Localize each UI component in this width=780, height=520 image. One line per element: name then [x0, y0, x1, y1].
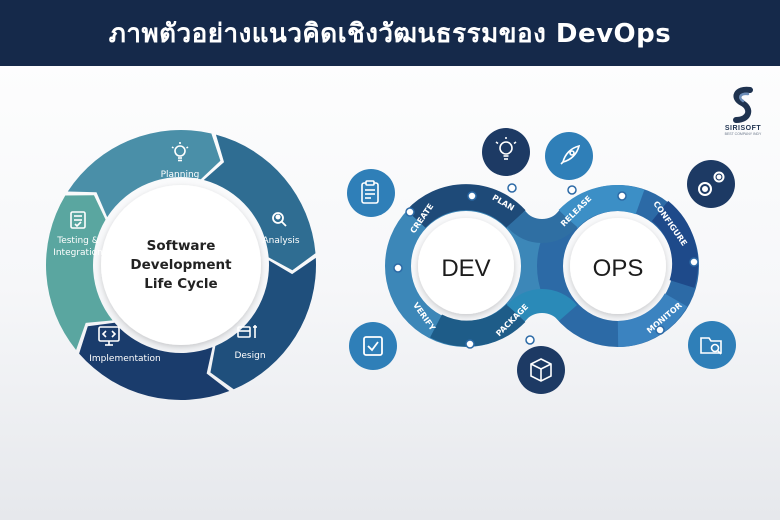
dev-center-circle	[418, 218, 514, 314]
lightbulb-icon	[171, 142, 189, 162]
loop-cross-lower	[506, 289, 578, 322]
checkbox-badge	[349, 322, 397, 370]
ops-ring-configure-segment	[651, 200, 699, 288]
sdlc-center-circle	[101, 185, 261, 345]
stage-label-design: Design	[234, 351, 265, 361]
devops-icons	[347, 128, 736, 394]
folder-search-icon	[688, 321, 736, 369]
sdlc-segment-implementation	[210, 257, 317, 390]
logo-mark-icon	[733, 86, 753, 123]
ops-ring-monitor-segment	[617, 293, 688, 347]
logo-tagline: BEST COMPANY INDY	[724, 132, 762, 136]
page-title: ภาพตัวอย่างแนวคิดเชิงวัฒนธรรมของ DevOps	[108, 18, 672, 49]
sdlc-cycle: Software Development Life Cycle Planning…	[46, 129, 317, 400]
sirisoft-logo: SIRISOFT BEST COMPANY INDY	[720, 86, 766, 146]
rocket-icon	[545, 132, 593, 180]
sdlc-segments	[46, 129, 317, 400]
code-monitor-icon	[98, 326, 120, 346]
sdlc-center-line-3: Life Cycle	[144, 276, 217, 292]
design-tools-icon	[237, 325, 257, 338]
package-box-icon	[517, 346, 565, 394]
logo-name: SIRISOFT	[724, 125, 762, 132]
sdlc-segment-analysis	[67, 129, 221, 218]
stage-label-testing: Testing &	[56, 236, 99, 246]
sdlc-center-line-2: Development	[130, 257, 232, 273]
ops-center-circle	[570, 218, 666, 314]
dev-label: DEV	[441, 255, 490, 282]
clipboard-icon	[347, 169, 395, 217]
stage-label-integration: Integration	[53, 248, 103, 258]
stage-label-implementation: Implementation	[89, 354, 160, 364]
stage-label-planning: Planning	[161, 170, 200, 180]
dev-ring-plan-segment	[406, 184, 526, 229]
loop-node-dots	[393, 183, 699, 349]
devops-loop: DEV OPS PLAN CREATE VERIFY PACKAGE RELEA…	[385, 183, 699, 349]
clipboard-badge	[347, 169, 395, 217]
stage-label-analysis: Analysis	[262, 236, 299, 246]
sdlc-segment-testing	[79, 322, 230, 400]
rocket-badge	[545, 132, 593, 180]
magnifier-person-icon	[272, 212, 287, 227]
loop-cross-upper	[506, 210, 578, 243]
checkbox-icon	[349, 322, 397, 370]
sdlc-center-line-1: Software	[147, 238, 216, 254]
lightbulb-badge	[482, 128, 530, 176]
dev-ring-package-segment	[430, 303, 526, 347]
ops-ring-release-segment	[558, 185, 645, 229]
ops-label: OPS	[593, 255, 644, 282]
gears-icon	[687, 160, 735, 208]
lightbulb-icon	[482, 128, 530, 176]
sdlc-segment-design	[203, 134, 316, 271]
sdlc-segment-planning	[46, 195, 113, 350]
header-banner: ภาพตัวอย่างแนวคิดเชิงวัฒนธรรมของ DevOps	[0, 0, 780, 66]
checklist-icon	[70, 211, 86, 229]
gears-badge	[687, 160, 735, 208]
